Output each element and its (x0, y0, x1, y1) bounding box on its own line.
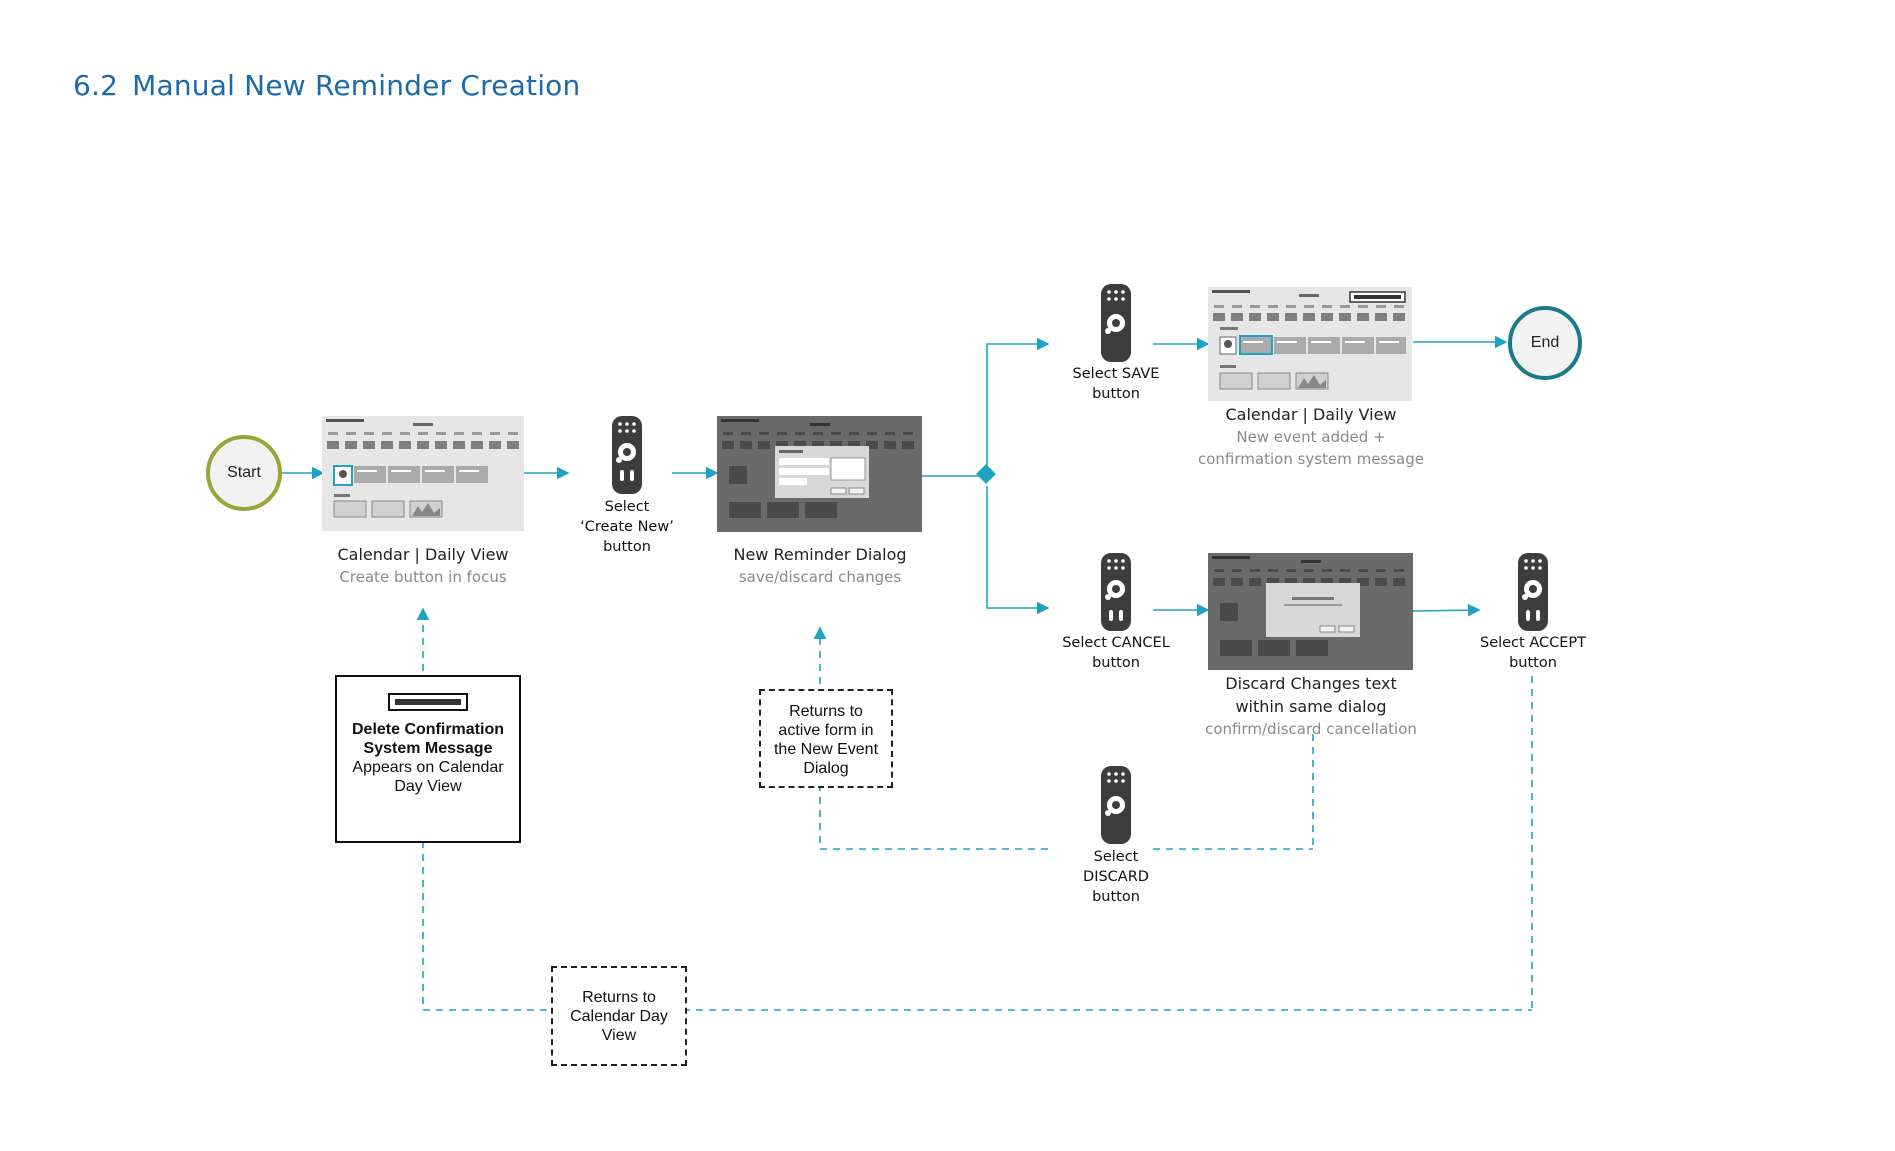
discard-action-label: Select DISCARD button (1056, 847, 1176, 907)
calendar-focus-title: Calendar | Daily View (337, 545, 509, 564)
start-node: Start (206, 435, 282, 511)
calendar-focus-thumbnail (322, 416, 524, 531)
system-message-icon (388, 693, 468, 711)
returns-active-form-note: Returns to active form in the New Event … (759, 689, 893, 788)
create-new-line-2: ‘Create New’ (580, 519, 674, 535)
create-new-action-label: Select ‘Create New’ button (567, 497, 687, 557)
page-title: 6.2 Manual New Reminder Creation (73, 69, 580, 102)
new-reminder-subtitle: save/discard changes (738, 568, 902, 586)
cancel-action-label: Select CANCEL button (1046, 633, 1186, 673)
delete-confirmation-note: Delete Confirmation System Message Appea… (335, 675, 521, 843)
cancel-line-1: Select CANCEL (1062, 635, 1170, 651)
start-label: Start (227, 464, 261, 481)
calendar-saved-subtitle-1: New event added + (1236, 428, 1386, 446)
branch-save (986, 337, 1050, 466)
discard-dialog-subtitle: confirm/discard cancellation (1205, 720, 1417, 738)
active-form-line-1: Returns to (789, 703, 863, 720)
decision-diamond (976, 464, 996, 484)
calendar-saved-thumbnail (1208, 287, 1412, 401)
active-form-line-3: the New Event (773, 741, 879, 758)
branch-cancel (986, 486, 1050, 615)
returns-calendar-line-3: View (601, 1027, 637, 1044)
end-node: End (1508, 306, 1582, 380)
remote-discard-icon (1101, 766, 1131, 844)
delete-note-line-3: Appears on Calendar (352, 759, 504, 776)
calendar-focus-subtitle: Create button in focus (339, 568, 507, 586)
create-new-line-1: Select (604, 499, 650, 515)
delete-note-line-4: Day View (394, 778, 462, 795)
discard-line-3: button (1092, 889, 1140, 905)
save-line-1: Select SAVE (1072, 366, 1160, 382)
active-form-line-2: active form in (778, 722, 874, 739)
discard-dialog-title-2: within same dialog (1235, 697, 1387, 716)
new-reminder-label: New Reminder Dialog save/discard changes (718, 543, 922, 588)
discard-line-2: DISCARD (1083, 869, 1149, 885)
calendar-focus-label: Calendar | Daily View Create button in f… (323, 543, 523, 588)
discard-dialog-title-1: Discard Changes text (1225, 674, 1397, 693)
discard-line-1: Select (1093, 849, 1139, 865)
active-form-line-4: Dialog (803, 760, 849, 777)
returns-calendar-note: Returns to Calendar Day View (551, 966, 687, 1066)
calendar-saved-label: Calendar | Daily View New event added + … (1196, 403, 1426, 470)
create-new-line-3: button (603, 539, 651, 555)
remote-cancel-icon (1101, 553, 1131, 631)
discard-dialog-thumbnail (1208, 553, 1413, 670)
new-reminder-dialog-thumbnail (717, 416, 922, 532)
cancel-line-2: button (1092, 655, 1140, 671)
section-number: 6.2 (73, 69, 119, 102)
remote-create-new-icon (612, 416, 642, 494)
returns-calendar-line-1: Returns to (582, 989, 656, 1006)
accept-line-1: Select ACCEPT (1479, 635, 1587, 651)
section-title: Manual New Reminder Creation (132, 69, 581, 102)
delete-note-bold-1: Delete Confirmation (351, 721, 504, 738)
accept-action-label: Select ACCEPT button (1463, 633, 1603, 673)
calendar-saved-subtitle-2: confirmation system message (1198, 450, 1424, 468)
delete-note-bold-2: System Message (363, 740, 493, 757)
remote-accept-icon (1518, 553, 1548, 631)
remote-save-icon (1101, 284, 1131, 362)
accept-line-2: button (1509, 655, 1557, 671)
arrow-discard-to-accept (1412, 603, 1481, 617)
calendar-saved-title: Calendar | Daily View (1225, 405, 1397, 424)
discard-dialog-label: Discard Changes text within same dialog … (1196, 672, 1426, 740)
returns-calendar-line-2: Calendar Day (570, 1008, 668, 1025)
save-action-label: Select SAVE button (1056, 364, 1176, 404)
end-label: End (1530, 334, 1560, 351)
new-reminder-title: New Reminder Dialog (733, 545, 907, 564)
save-line-2: button (1092, 386, 1140, 402)
